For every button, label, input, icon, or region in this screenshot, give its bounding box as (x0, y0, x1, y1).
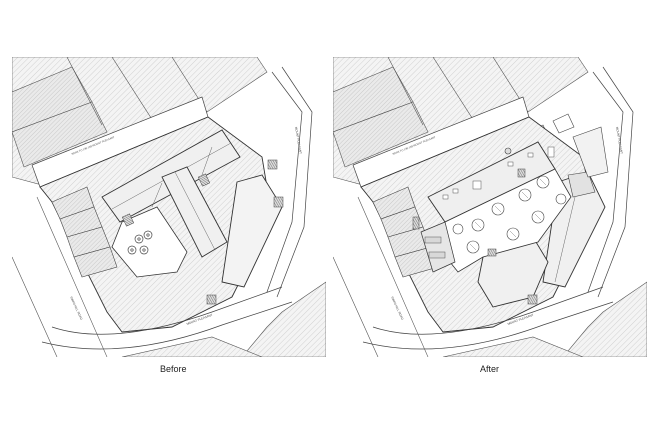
after-caption: After (480, 364, 500, 374)
stair-north (197, 173, 211, 187)
stair-west (121, 213, 135, 227)
planters (127, 230, 153, 255)
central-roof-wing (161, 166, 228, 258)
stair-south-court (487, 248, 497, 257)
north-wing-details (442, 146, 555, 200)
stair-west (412, 216, 420, 230)
after-plan-panel: REAR TO 130-148 MOUNT PLEASANT (333, 57, 647, 357)
stair-south-east (273, 196, 284, 208)
stair-courtyard (517, 168, 526, 178)
west-plots (372, 186, 439, 278)
stair-south (527, 294, 538, 305)
stair-east (267, 159, 278, 170)
west-terrace (420, 221, 456, 273)
east-infill (572, 126, 609, 178)
before-site-plan: REAR TO 130-148 MOUNT PLEASANT (12, 57, 326, 357)
before-caption: Before (160, 364, 187, 374)
tree-marks (469, 178, 547, 251)
neighbour-blocks (333, 57, 589, 186)
west-plots (51, 186, 118, 278)
neighbour-blocks (12, 57, 268, 186)
before-plan-panel: REAR TO 130-148 MOUNT PLEASANT (12, 57, 326, 357)
rooflight (504, 147, 512, 155)
after-site-plan: REAR TO 130-148 MOUNT PLEASANT (333, 57, 647, 357)
east-wing (221, 174, 283, 288)
stair-south (206, 294, 217, 305)
svg-text:MOUNT PLEASANT: MOUNT PLEASANT (615, 126, 624, 154)
svg-text:MOUNT PLEASANT: MOUNT PLEASANT (294, 126, 303, 154)
